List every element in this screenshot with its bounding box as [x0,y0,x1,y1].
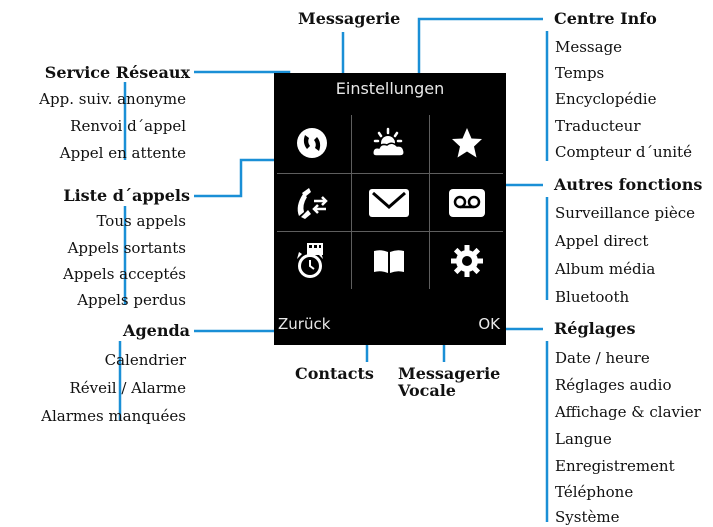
agenda-item: Réveil / Alarme [69,379,186,397]
book-icon[interactable] [354,233,424,289]
call-list-icon[interactable] [277,175,347,231]
autres-fonctions-item: Album média [555,260,656,278]
grid-divider [429,115,430,289]
network-services-icon[interactable] [277,115,347,171]
gear-icon[interactable] [432,233,502,289]
reglages-item: Enregistrement [555,457,675,475]
envelope-icon[interactable] [354,175,424,231]
autres-fonctions-item: Surveillance pièce [555,204,696,222]
grid-divider [277,173,503,174]
star-icon[interactable] [432,115,502,171]
service-reseaux-heading: Service Réseaux [44,63,190,82]
liste-appels-item: Appels sortants [67,239,186,257]
messagerie-vocale-heading-line2: Vocale [398,381,456,400]
centre-info-heading: Centre Info [554,9,657,28]
phone-screen: Einstellungen [274,73,506,345]
centre-info-item: Message [555,38,623,56]
reglages-item: Langue [555,430,612,448]
autres-fonctions-item: Bluetooth [555,288,630,306]
reglages-item: Système [555,508,620,526]
messagerie-heading: Messagerie [298,9,401,28]
weather-icon[interactable] [354,115,424,171]
autres-fonctions-item: Appel direct [555,232,649,250]
messagerie-vocale-heading: Messagerie [398,364,501,383]
centre-info-item: Temps [555,64,605,82]
liste-appels-item: Appels perdus [77,291,186,309]
liste-appels-heading: Liste d´appels [63,186,190,205]
agenda-heading: Agenda [123,321,190,340]
reglages-item: Téléphone [555,483,634,501]
agenda-item: Calendrier [104,351,186,369]
reglages-heading: Réglages [554,319,636,338]
reglages-item: Date / heure [555,349,650,367]
centre-info-item: Traducteur [555,117,641,135]
agenda-item: Alarmes manquées [41,407,186,425]
grid-divider [351,115,352,289]
grid-divider [277,231,503,232]
reglages-item: Réglages audio [555,376,672,394]
screen-title: Einstellungen [335,79,445,98]
service-reseaux-item: App. suiv. anonyme [39,90,186,108]
softkey-back[interactable]: Zurück [278,315,331,333]
centre-info-item: Encyclopédie [555,90,657,108]
contacts-heading: Contacts [295,364,374,383]
service-reseaux-item: Renvoi d´appel [70,117,186,135]
centre-info-item: Compteur d´unité [555,143,692,161]
alarm-clock-icon[interactable] [277,233,347,289]
service-reseaux-item: Appel en attente [59,144,186,162]
liste-appels-item: Tous appels [96,212,186,230]
softkey-ok[interactable]: OK [478,315,500,333]
autres-fonctions-heading: Autres fonctions [554,175,703,194]
reglages-item: Affichage & clavier [555,403,701,421]
liste-appels-item: Appels acceptés [62,265,186,283]
voicemail-icon[interactable] [432,175,502,231]
